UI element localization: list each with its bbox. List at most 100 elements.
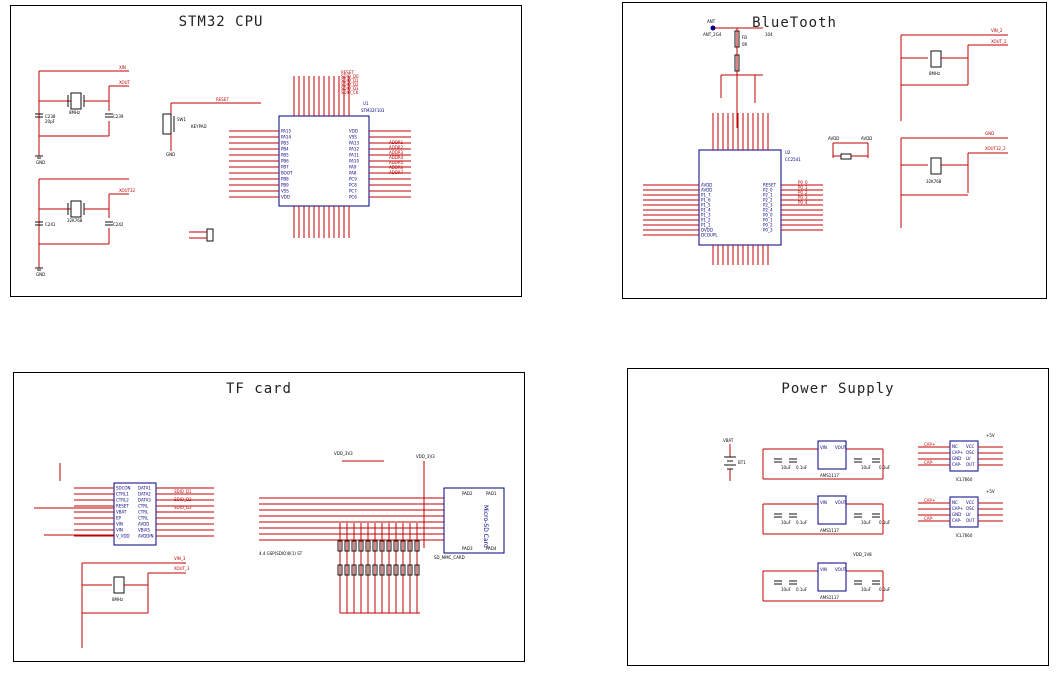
sd-ic-pin-left: EP (116, 516, 122, 521)
sd-ic-pin-right: DATA2 (138, 492, 151, 497)
stm32-net-top: SDIO_D3 (341, 86, 359, 91)
pad3-label: PAD3 (462, 546, 473, 551)
ldo-cap: 0.1uF (796, 465, 808, 470)
ant-ref: ANT_2G4 (703, 32, 722, 37)
fb-ohm: 0R (742, 42, 748, 47)
antenna-icon (710, 25, 716, 31)
ldo-cap: 0.1uF (879, 520, 891, 525)
sd-ic-pin-left: VIN (116, 522, 123, 527)
bt-net-out: P0_4 (798, 200, 808, 205)
tf-note: 4.4 GSP(SDIO)0(1) ST (259, 551, 303, 556)
crystal-8mhz-block (35, 70, 129, 159)
ldo-cap: 10uF (861, 520, 872, 525)
stm32-net-top: SDIO_CK (341, 90, 359, 95)
stm32-net-top: SDIO_D0 (341, 74, 359, 79)
cap-c241: C241 (45, 222, 56, 227)
stm32-pin-left: PA14 (281, 135, 291, 140)
ldo-cap: 10uF (781, 465, 792, 470)
panel-title-power: Power Supply (781, 381, 895, 397)
sd-net-right: SDIO_D3 (174, 505, 192, 510)
gnd-1: GND (36, 160, 45, 165)
cap-c238-value: 20pF (45, 119, 56, 124)
icl-pin-left: CAP- (952, 518, 962, 523)
bt-net-out: P0_0 (798, 180, 808, 185)
ldo-vout: VOUT (835, 445, 847, 450)
bt1-label: BT1 (738, 460, 746, 465)
bt-pin-left: DVDD (701, 228, 713, 233)
icl-pin-right: OUT (966, 518, 975, 523)
stm32-pin-right: PA10 (349, 159, 359, 164)
stm32-pin-left: PA15 (281, 129, 291, 134)
bt-pin-right: P2_2 (763, 198, 773, 203)
bt-pin-left: P1_5 (701, 203, 711, 208)
bt-pin-right: RESET (763, 183, 776, 188)
bt-chip-ref: U2 (785, 150, 791, 155)
avdd-bt-2: AVDD (861, 136, 872, 141)
sd-card-label: Micro-SD Card (482, 505, 489, 548)
bt-pin-left: P1_4 (701, 208, 711, 213)
net-xout: XOUT (119, 80, 131, 85)
net-xout2: XOUT_2 (991, 39, 1007, 44)
ldo-cap: 10uF (861, 587, 872, 592)
sw1-label: SW1 (177, 117, 186, 122)
bt-chip (698, 149, 782, 246)
stm32-pin-left: VDD (281, 195, 290, 200)
stm32-net-top: SDIO_D2 (341, 82, 359, 87)
pad2-label: PAD2 (462, 491, 473, 496)
sd-ic-pin-right: CTRL (138, 504, 149, 509)
bt-pin-left: P1_7 (701, 193, 711, 198)
sd-ic-pin-left: RESET (116, 504, 129, 509)
bt-net-out: P0_1 (798, 185, 808, 190)
net-xout32-2: XOUT32_2 (985, 146, 1006, 151)
ldo-vin: VIN (820, 500, 827, 505)
icl-pin-left: NC (952, 500, 958, 505)
stm32-chip-ref: U1 (363, 101, 369, 106)
icl-pin-left: NC (952, 444, 958, 449)
icl-pin-right: LV (966, 512, 971, 517)
stm32-pin-lines: PA15PA14PB3PB4PB5PB6PB7BOOTPB8PB9VSSVDDV… (229, 70, 411, 238)
ldo-chip (817, 440, 847, 470)
stm32-schematic: XIN XOUT 8MHz C238 20pF C239 GND XOUT (35, 65, 411, 277)
vbat-label: VBAT (723, 438, 734, 443)
stm32-pin-left: PB9 (281, 183, 289, 188)
stm32-pin-right: PC8 (349, 183, 357, 188)
panel-power: Power Supply VBAT BT1 VIN VOUT AMS1117 10uF… (627, 368, 1049, 666)
stm32-pin-right: PC9 (349, 177, 357, 182)
ldo-vout: VOUT (835, 500, 847, 505)
sd-net-right: SDIO_D2 (174, 497, 192, 502)
panel-bluetooth: BlueTooth ANT ANT_2G4 FB 0R 104 CC2541 U… (622, 2, 1047, 299)
bt-pin-left: P1_2 (701, 218, 711, 223)
sd-net-right: SDIO_D1 (174, 489, 192, 494)
tf-resistor-array (337, 523, 420, 614)
ldo-cap: 10uF (781, 587, 792, 592)
stm32-pin-right: VDD (349, 129, 358, 134)
vdd3v3-label: VDD_3V3 (334, 451, 353, 456)
ldo-cap: 0.1uF (879, 465, 891, 470)
icl-name: ICL7660 (956, 477, 973, 482)
pad1-label: PAD1 (486, 491, 497, 496)
crystal-bt-32k: 32K768 (926, 179, 942, 184)
cap-104: 104 (765, 32, 773, 37)
bt-pin-left: P1_3 (701, 213, 711, 218)
net-xout32: XOUT32 (119, 188, 136, 193)
ldo-chip (817, 562, 847, 592)
crystal-bt-8m: 8MHz (929, 71, 940, 76)
ant-label: ANT (707, 19, 716, 24)
bt-pin-lines: AVDDAVDDP1_7P1_6P1_5P1_4P1_3P1_2P1_1DVDD… (643, 113, 823, 265)
stm32-pin-left: VSS (281, 189, 289, 194)
stm32-net-right: ADDR7 (389, 170, 404, 175)
bt-pin-right: P0_2 (763, 223, 773, 228)
sd-ic-pin-left: CTRL1 (116, 492, 129, 497)
icl-5v: +5V (986, 433, 995, 438)
stm32-pin-right: PA8 (349, 171, 357, 176)
power-schematic: VBAT BT1 VIN VOUT AMS1117 10uF 0.1uF 10uF 0.1u… (723, 433, 1003, 602)
stm32-pin-right: PC7 (349, 189, 357, 194)
sd-ic-pin-right: DATA3 (138, 498, 151, 503)
icl-pin-left: CAP+ (952, 450, 963, 455)
bt-pin-left: DCOUPL (701, 233, 718, 238)
bt-net-out: P0_2 (798, 190, 808, 195)
icl-blocks: NCCAP+GNDCAP-VCCOSCLVOUTICL7660CAP+CAP-+… (918, 433, 1003, 538)
icl-cap-minus: CAP- (924, 516, 934, 521)
ldo-name: AMS1117 (820, 528, 839, 533)
bluetooth-schematic: ANT ANT_2G4 FB 0R 104 CC2541 U2 AVDDAVDD… (643, 19, 1008, 265)
